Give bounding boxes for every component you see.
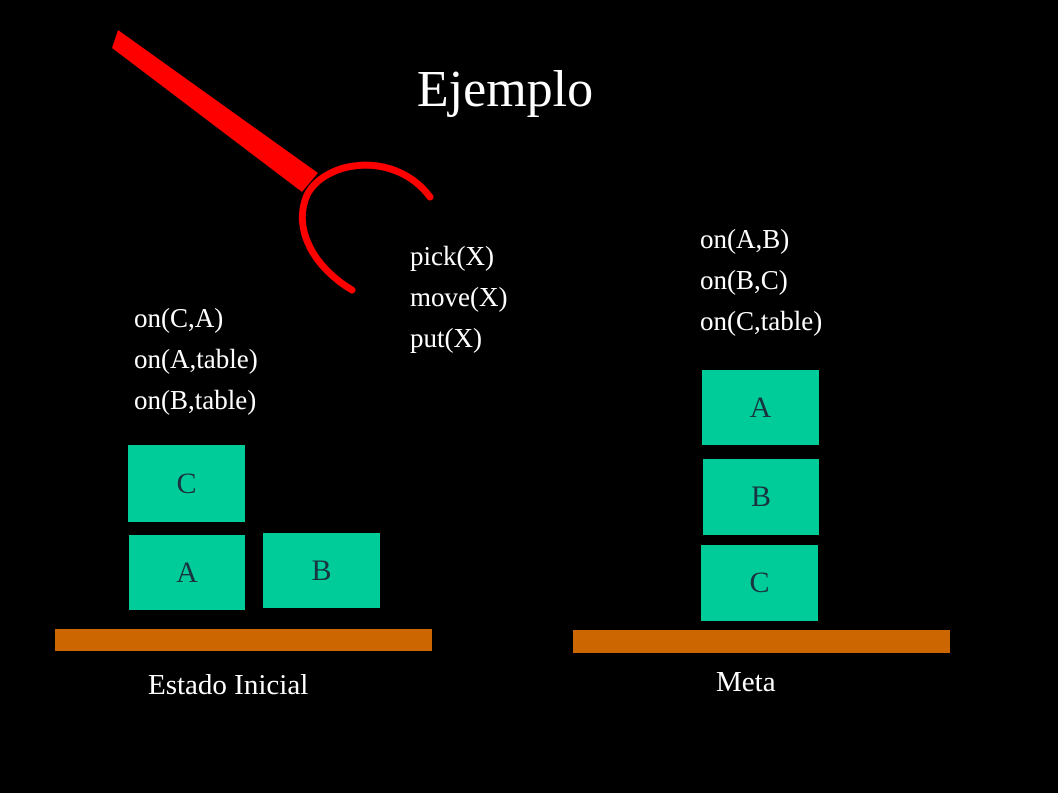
initial-predicate: on(B,table) [134,385,257,415]
initial-predicate: on(C,A) [134,303,224,333]
goal-predicate: on(C,table) [700,306,823,336]
initial-predicate: on(A,table) [134,344,258,374]
slide-title: Ejemplo [416,61,594,118]
table-initial [55,629,432,651]
initial-state-predicates: on(C,A) on(A,table) on(B,table) [134,298,258,421]
robot-arm-shaft [112,30,318,192]
block-a-initial: A [129,535,245,610]
action-move: move(X) [410,282,508,312]
action-list: pick(X) move(X) put(X) [410,236,507,359]
goal-predicate: on(A,B) [700,224,790,254]
block-b-initial: B [263,533,380,608]
block-a-goal: A [702,370,819,445]
goal-state-caption: Meta [716,666,776,698]
action-pick: pick(X) [410,241,494,271]
table-goal [573,630,950,653]
robot-gripper-claw [299,161,434,294]
goal-state-predicates: on(A,B) on(B,C) on(C,table) [700,219,822,342]
goal-predicate: on(B,C) [700,265,788,295]
block-c-initial: C [128,445,245,522]
action-put: put(X) [410,323,482,353]
block-c-goal: C [701,545,818,621]
initial-state-caption: Estado Inicial [148,669,309,701]
block-b-goal: B [703,459,819,535]
